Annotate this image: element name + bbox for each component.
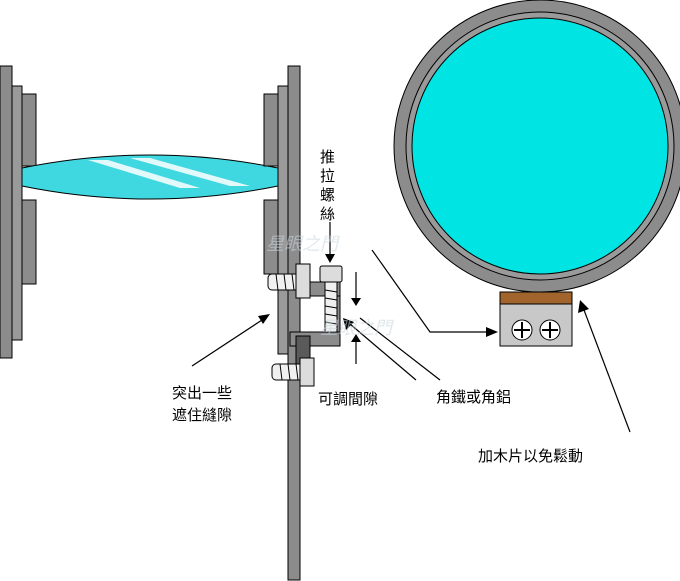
angle-arrow-line-1 [359, 317, 441, 381]
screw-head-right-icon [539, 319, 561, 341]
upper-horizontal-screw [267, 263, 311, 299]
angle-bracket-label: 角鐵或角鋁 [436, 388, 511, 406]
wood-piece-label: 加木片以免鬆動 [478, 447, 583, 465]
svg-text:拉: 拉 [320, 167, 335, 185]
left-plate-inner [11, 85, 23, 341]
screw-arrow-head [325, 254, 335, 263]
protrude-label-line1: 突出一些 [172, 384, 232, 402]
gap-label-arrow-head [343, 318, 354, 330]
bracket-block [499, 303, 573, 347]
lens-highlight-2 [130, 158, 250, 186]
svg-text:螺: 螺 [320, 186, 335, 204]
right-inner-plate [277, 85, 289, 355]
push-pull-screw [319, 265, 343, 333]
angle-arrow-line-2 [371, 249, 488, 333]
wood-arrow-line [583, 309, 631, 433]
watermark-2: 星眼之門 [320, 318, 395, 339]
watermark-1: 星眼之門 [266, 234, 341, 255]
mirror-surface [411, 17, 669, 275]
protrude-arrow-line [191, 319, 263, 367]
screw-head-left-icon [511, 319, 533, 341]
lens-highlight-1 [88, 160, 200, 188]
adjustable-gap-label: 可調間隙 [318, 390, 378, 408]
right-lens-holder-top [263, 93, 279, 167]
wood-arrow-head [578, 300, 589, 313]
svg-text:推: 推 [320, 148, 335, 166]
left-plate [0, 65, 13, 359]
wood-piece [499, 291, 573, 305]
protrude-label-line2: 遮住縫隙 [172, 406, 232, 424]
gap-label-arrow-line [349, 323, 417, 381]
gap-arrow-bottom-head [351, 334, 361, 342]
left-lens-holder-bottom [21, 199, 37, 285]
right-outer-plate [287, 65, 301, 581]
left-side-view [0, 65, 361, 581]
left-lens-holder-top [21, 93, 37, 167]
protrude-arrow-head [258, 314, 270, 324]
angle-arrow-head-2 [486, 327, 498, 337]
gap-arrow-top-head [351, 298, 361, 306]
lower-horizontal-screw [271, 357, 315, 387]
push-pull-screw-label: 推 拉 螺 絲 [320, 148, 335, 223]
front-view-mirror [393, 0, 680, 347]
svg-text:絲: 絲 [320, 205, 335, 223]
